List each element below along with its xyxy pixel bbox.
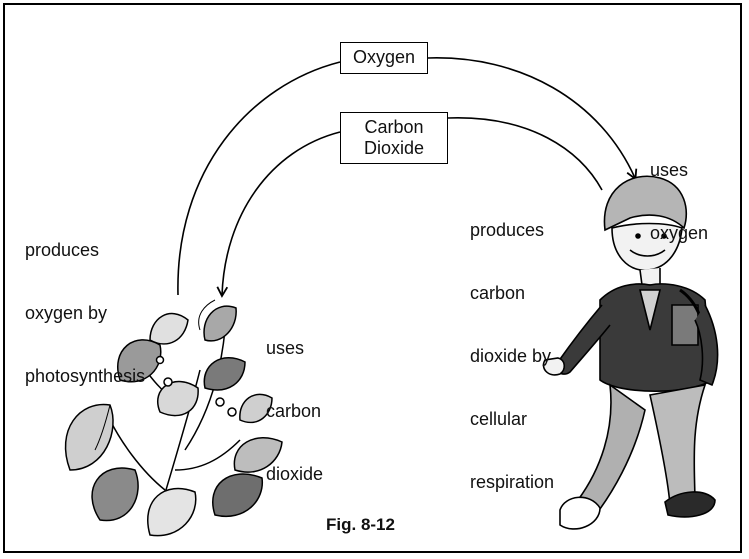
person-produces-line: respiration <box>470 472 554 493</box>
person-produces-line: cellular <box>470 409 554 430</box>
plant-uses-label: uses carbon dioxide <box>266 296 323 506</box>
co2-arc-left <box>222 132 340 295</box>
oxygen-arc-left <box>178 62 340 295</box>
person-uses-line: uses <box>650 160 708 181</box>
figure-caption: Fig. 8-12 <box>326 515 395 535</box>
plant-produces-line: oxygen by <box>25 303 145 324</box>
person-produces-line: carbon <box>470 283 554 304</box>
plant-uses-line: dioxide <box>266 464 323 485</box>
person-produces-label: produces carbon dioxide by cellular resp… <box>470 178 554 514</box>
carbon-dioxide-box: Carbon Dioxide <box>340 112 448 164</box>
oxygen-box-label: Oxygen <box>353 47 415 67</box>
person-uses-line: oxygen <box>650 223 708 244</box>
plant-uses-line: uses <box>266 338 323 359</box>
carbon-dioxide-box-line2: Dioxide <box>341 138 447 159</box>
person-produces-line: produces <box>470 220 554 241</box>
plant-produces-line: photosynthesis <box>25 366 145 387</box>
person-produces-line: dioxide by <box>470 346 554 367</box>
oxygen-box: Oxygen <box>340 42 428 74</box>
carbon-dioxide-box-line1: Carbon <box>341 117 447 138</box>
plant-produces-label: produces oxygen by photosynthesis <box>25 198 145 408</box>
person-uses-label: uses oxygen <box>650 118 708 265</box>
plant-produces-line: produces <box>25 240 145 261</box>
plant-uses-line: carbon <box>266 401 323 422</box>
